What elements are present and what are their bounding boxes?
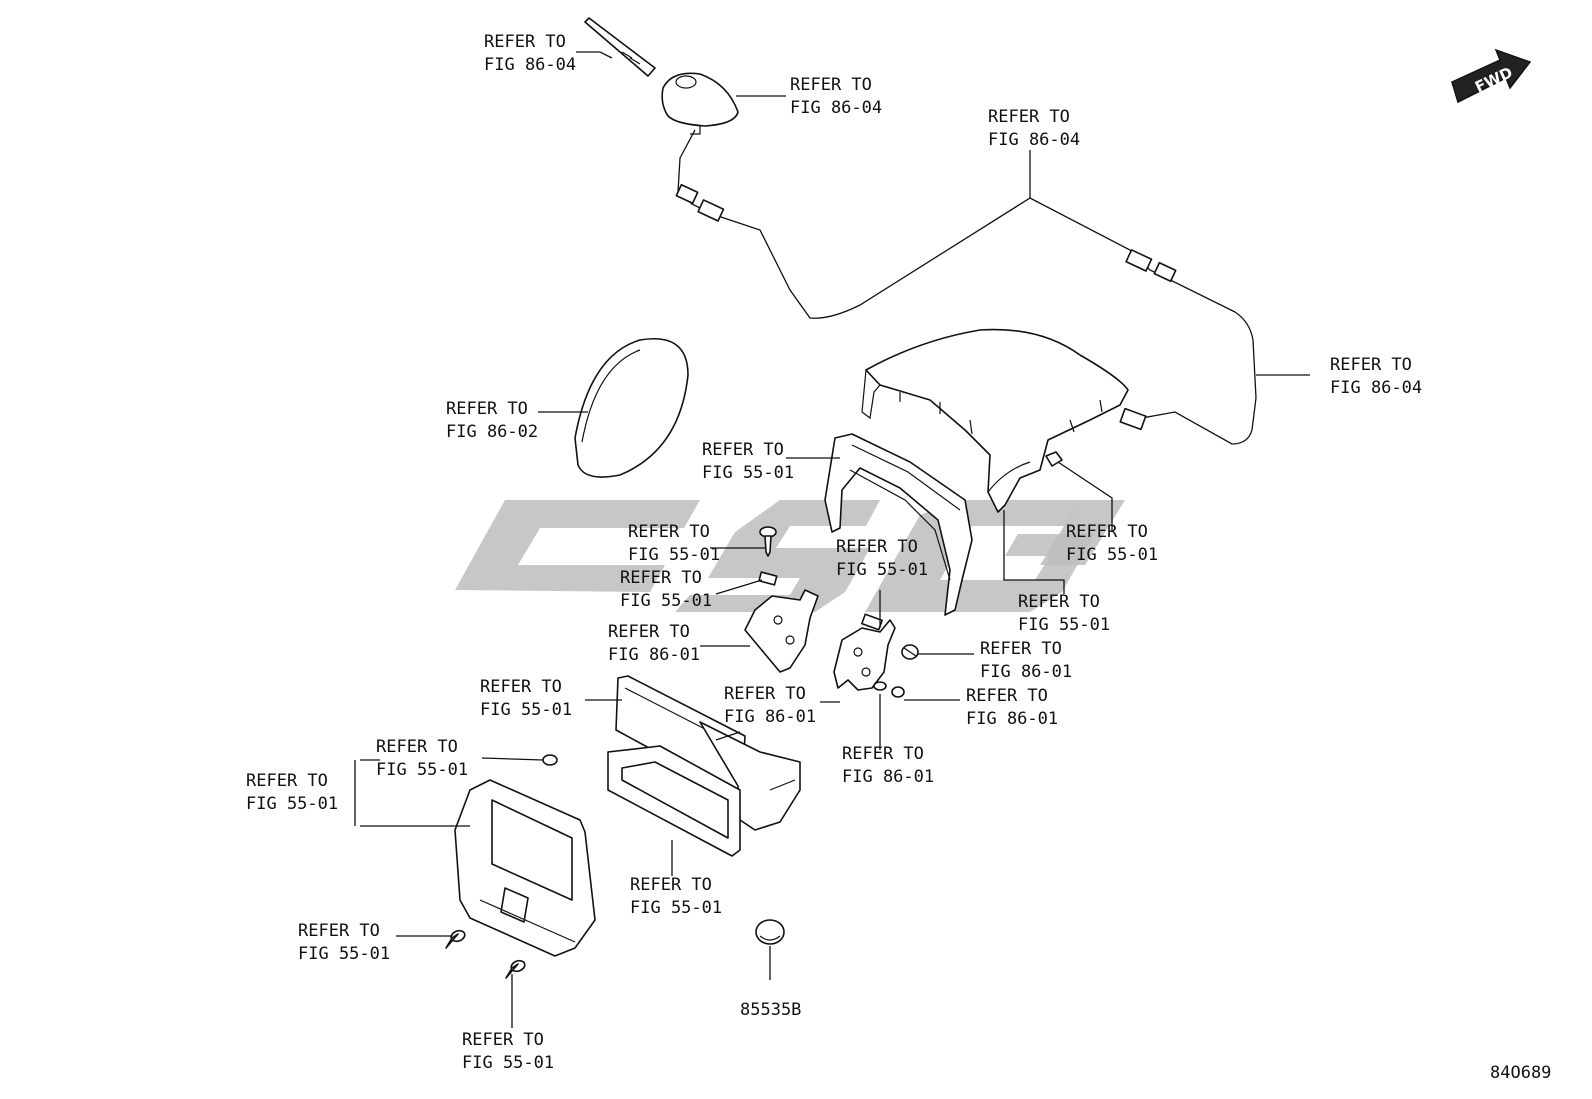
- callout-audio-unit: REFER TO FIG 55-01: [480, 677, 572, 720]
- cluster-hood: [861, 328, 1129, 513]
- speaker-disc: [574, 338, 689, 478]
- callout-antenna-rod: REFER TO FIG 86-04: [484, 32, 576, 75]
- watermark-logo: [455, 500, 1125, 612]
- svg-text:REFER TO: REFER TO: [724, 684, 806, 704]
- antenna-base: [661, 72, 739, 135]
- svg-text:FIG 55-01: FIG 55-01: [620, 591, 712, 611]
- svg-text:FIG 55-01: FIG 55-01: [1018, 615, 1110, 635]
- figure-code: 84O689: [1490, 1063, 1551, 1083]
- svg-text:FIG 86-02: FIG 86-02: [446, 422, 538, 442]
- part-85535b-icon: [755, 919, 785, 945]
- callout-finisher: REFER TO FIG 55-01: [246, 771, 338, 814]
- svg-text:FIG 86-01: FIG 86-01: [980, 662, 1072, 682]
- svg-text:FIG 86-01: FIG 86-01: [842, 767, 934, 787]
- svg-text:FIG 86-04: FIG 86-04: [790, 98, 882, 118]
- svg-text:REFER TO: REFER TO: [790, 75, 872, 95]
- screw-lower-left-icon: [445, 929, 466, 949]
- svg-text:REFER TO: REFER TO: [620, 568, 702, 588]
- leader-lines: [354, 51, 1310, 1028]
- bracket-left: [744, 589, 819, 673]
- svg-text:REFER TO: REFER TO: [988, 107, 1070, 127]
- finisher: [454, 779, 596, 957]
- svg-text:FIG 55-01: FIG 55-01: [462, 1053, 554, 1073]
- svg-text:REFER TO: REFER TO: [630, 875, 712, 895]
- callout-screw-lower-left: REFER TO FIG 55-01: [298, 921, 390, 964]
- svg-text:REFER TO: REFER TO: [836, 537, 918, 557]
- display-frame: [824, 433, 973, 616]
- callout-hood-bracket: REFER TO FIG 55-01: [1018, 592, 1110, 635]
- svg-text:FIG 86-04: FIG 86-04: [484, 55, 576, 75]
- callout-frame-clip: REFER TO FIG 55-01: [836, 537, 928, 580]
- callout-hood-clip: REFER TO FIG 55-01: [1066, 522, 1158, 565]
- feeder-connector-1: [675, 183, 725, 222]
- feeder-end-connector: [1119, 407, 1147, 431]
- svg-text:REFER TO: REFER TO: [608, 622, 690, 642]
- svg-text:FIG 55-01: FIG 55-01: [246, 794, 338, 814]
- screw-lower-bottom-icon: [505, 959, 526, 979]
- housing: [607, 745, 741, 857]
- svg-text:FIG 55-01: FIG 55-01: [628, 545, 720, 565]
- callout-antenna-base: REFER TO FIG 86-04: [790, 75, 882, 118]
- svg-text:FIG 55-01: FIG 55-01: [298, 944, 390, 964]
- svg-text:REFER TO: REFER TO: [298, 921, 380, 941]
- svg-text:FIG 86-01: FIG 86-01: [966, 709, 1058, 729]
- antenna-feeder-cable: [677, 129, 1257, 445]
- callout-bolt-right-upper: REFER TO FIG 86-01: [980, 639, 1072, 682]
- callout-screw-bracket: REFER TO FIG 86-01: [842, 744, 934, 787]
- clip-upper-icon: [758, 571, 778, 586]
- callout-clip-lower: REFER TO FIG 55-01: [376, 737, 468, 780]
- svg-text:REFER TO: REFER TO: [462, 1030, 544, 1050]
- svg-text:FIG 86-01: FIG 86-01: [724, 707, 816, 727]
- callout-bolt-right-lower: REFER TO FIG 86-01: [966, 686, 1058, 729]
- callout-labels: REFER TO FIG 86-04 REFER TO FIG 86-04 REFE…: [246, 32, 1422, 1073]
- callout-speaker-disc: REFER TO FIG 86-02: [446, 399, 538, 442]
- svg-text:FIG 55-01: FIG 55-01: [836, 560, 928, 580]
- callout-screw-lower-bottom: REFER TO FIG 55-01: [462, 1030, 554, 1073]
- callout-bracket-left: REFER TO FIG 86-01: [608, 622, 700, 665]
- part-number-label: 85535B: [740, 1000, 801, 1020]
- svg-text:FIG 55-01: FIG 55-01: [630, 898, 722, 918]
- svg-text:FIG 55-01: FIG 55-01: [480, 700, 572, 720]
- svg-text:FIG 55-01: FIG 55-01: [376, 760, 468, 780]
- svg-text:FIG 86-01: FIG 86-01: [608, 645, 700, 665]
- svg-text:REFER TO: REFER TO: [1066, 522, 1148, 542]
- bolt-right-upper-icon: [901, 644, 919, 660]
- svg-text:FIG 55-01: FIG 55-01: [1066, 545, 1158, 565]
- svg-text:FIG 86-04: FIG 86-04: [1330, 378, 1422, 398]
- screw-bracket-icon: [873, 681, 887, 691]
- callout-display-frame: REFER TO FIG 55-01: [702, 440, 794, 483]
- svg-text:REFER TO: REFER TO: [1330, 355, 1412, 375]
- svg-text:FIG 55-01: FIG 55-01: [702, 463, 794, 483]
- hood-clip-icon: [1045, 451, 1063, 467]
- svg-text:REFER TO: REFER TO: [246, 771, 328, 791]
- bolt-right-lower-icon: [891, 686, 905, 698]
- svg-text:REFER TO: REFER TO: [376, 737, 458, 757]
- svg-text:REFER TO: REFER TO: [480, 677, 562, 697]
- svg-text:REFER TO: REFER TO: [702, 440, 784, 460]
- antenna-rod: [584, 17, 656, 77]
- callout-antenna-feeder: REFER TO FIG 86-04: [988, 107, 1080, 150]
- svg-text:REFER TO: REFER TO: [1018, 592, 1100, 612]
- callout-clip-upper: REFER TO FIG 55-01: [620, 568, 712, 611]
- svg-text:REFER TO: REFER TO: [980, 639, 1062, 659]
- svg-text:REFER TO: REFER TO: [484, 32, 566, 52]
- svg-text:REFER TO: REFER TO: [628, 522, 710, 542]
- callout-housing: REFER TO FIG 55-01: [630, 875, 722, 918]
- bracket-right: [833, 613, 896, 691]
- audio-unit: [615, 675, 801, 831]
- callout-feeder-end: REFER TO FIG 86-04: [1330, 355, 1422, 398]
- svg-text:REFER TO: REFER TO: [446, 399, 528, 419]
- callout-screw-upper: REFER TO FIG 55-01: [628, 522, 720, 565]
- feeder-connector-2: [1125, 249, 1177, 283]
- callout-bracket-right: REFER TO FIG 86-01: [724, 684, 816, 727]
- clip-lower-icon: [542, 754, 558, 766]
- svg-text:REFER TO: REFER TO: [842, 744, 924, 764]
- svg-text:FIG 86-04: FIG 86-04: [988, 130, 1080, 150]
- svg-text:REFER TO: REFER TO: [966, 686, 1048, 706]
- screw-upper-icon: [759, 526, 777, 557]
- fwd-arrow-icon: FWD: [1451, 48, 1532, 104]
